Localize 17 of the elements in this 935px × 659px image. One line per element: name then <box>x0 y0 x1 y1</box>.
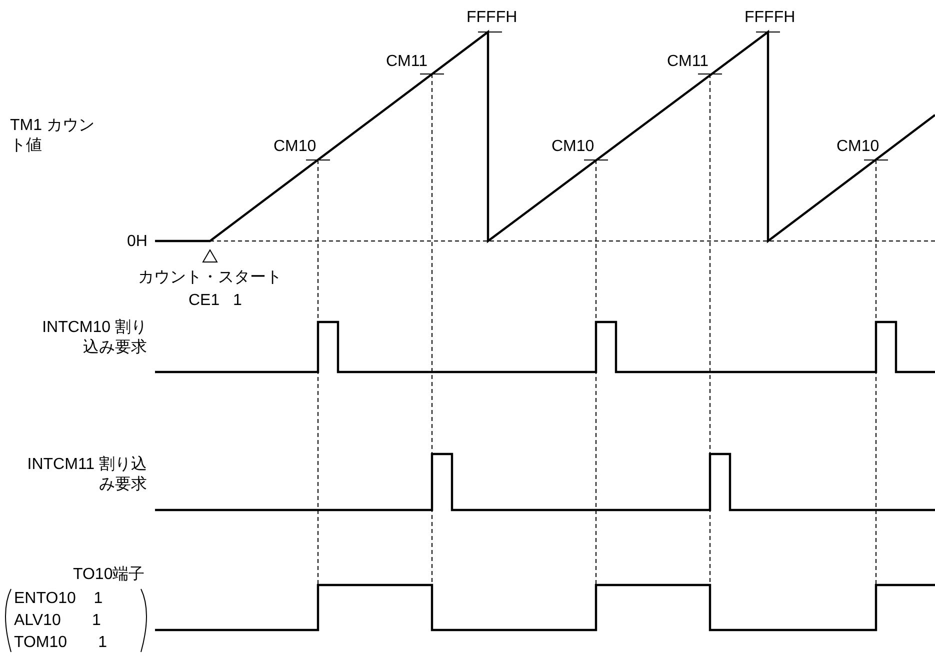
value-label: 0H <box>127 232 148 252</box>
value-label: CM10 <box>836 137 880 157</box>
signal-name: TM1 カウント値 <box>10 116 96 156</box>
value-label: FFFFH <box>466 8 518 28</box>
register-setting: CE1 1 <box>188 291 242 311</box>
value-label: CM11 <box>386 52 428 72</box>
signal-name: INTCM11 割り込み要求 <box>27 455 147 495</box>
signal-name: TO10端子 <box>73 565 145 585</box>
value-label: CM10 <box>552 137 594 157</box>
event-label: カウント・スタート <box>138 268 282 288</box>
register-setting: TOM10 1 <box>14 633 108 653</box>
value-label: CM10 <box>274 137 316 157</box>
value-label: FFFFH <box>744 8 796 28</box>
value-label: CM11 <box>667 52 708 72</box>
signal-name: INTCM10 割り込み要求 <box>41 318 147 358</box>
register-setting: ENTO10 1 <box>14 589 103 609</box>
register-setting: ALV10 1 <box>14 611 101 631</box>
